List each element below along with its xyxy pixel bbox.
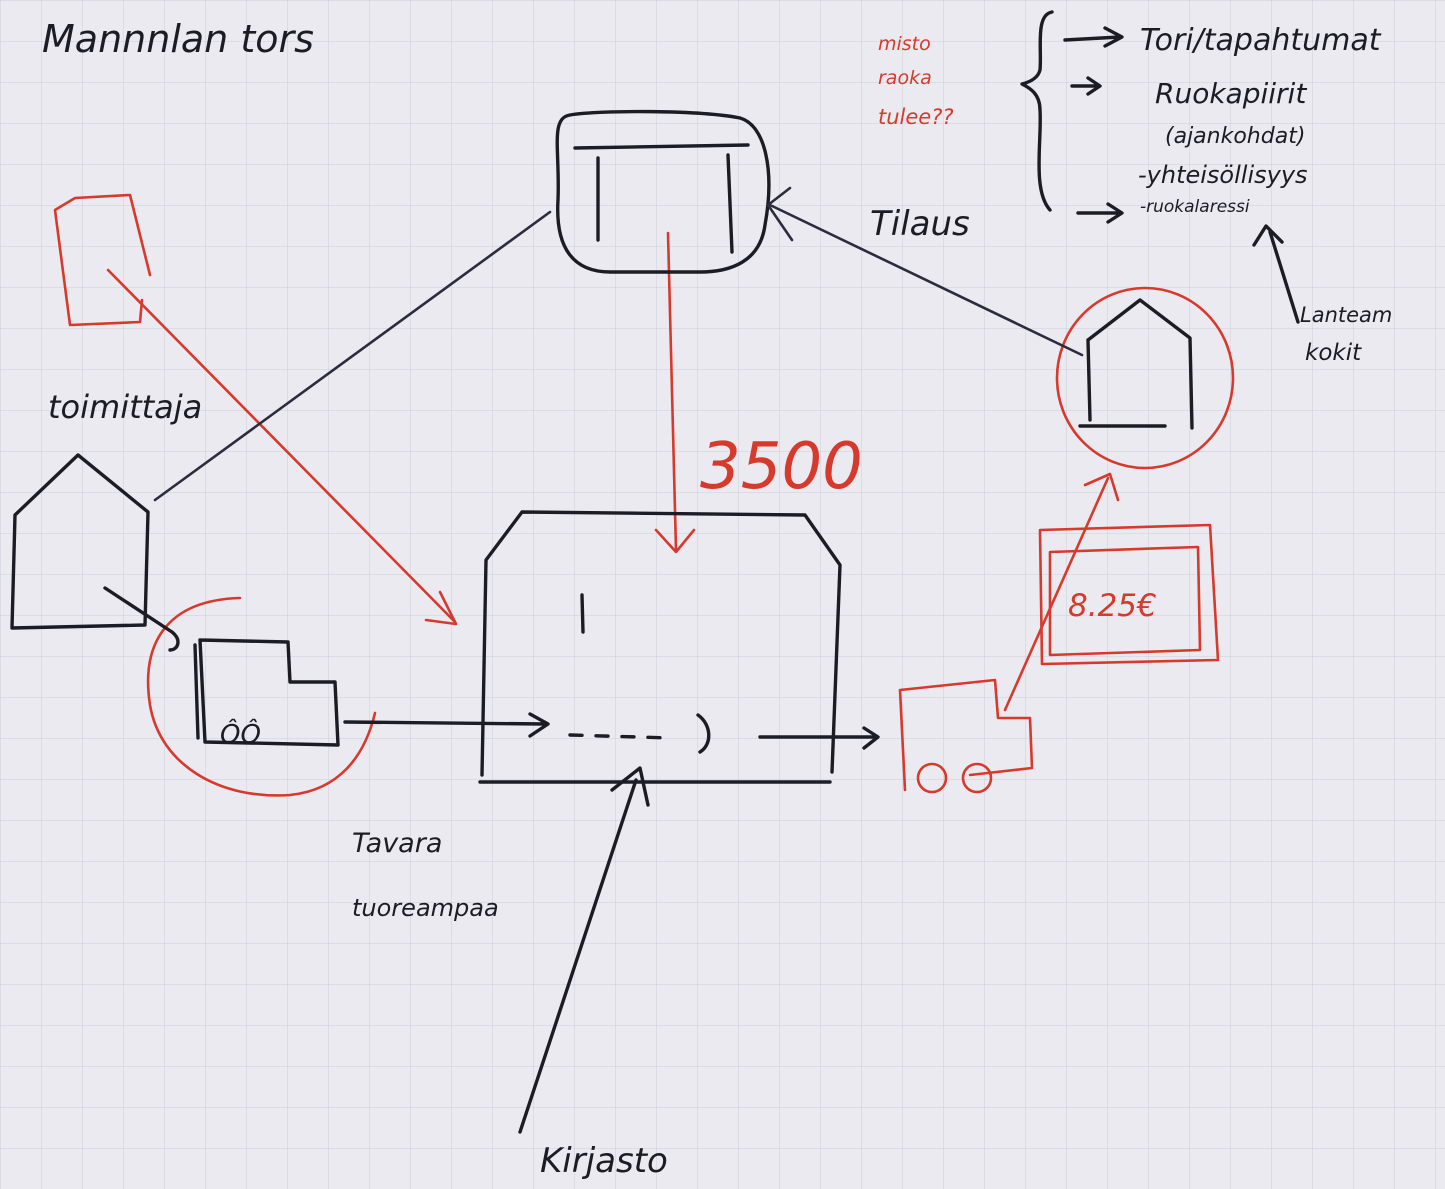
arrowhead-order-icon xyxy=(766,186,794,242)
warehouse-dashes-icon xyxy=(568,733,674,740)
line-supplier-to-order xyxy=(153,210,552,502)
kirjasto-label: Kirjasto xyxy=(540,1141,668,1181)
warehouse-marker-icon xyxy=(580,593,585,634)
line-restaurant-to-order xyxy=(768,203,1084,357)
price-tag-inner-icon xyxy=(1048,545,1202,657)
price-tag-outer-icon xyxy=(1038,523,1220,666)
bracket-item-ruokapiirit: Ruokapiirit xyxy=(1155,77,1307,110)
red-arrow-bag-to-warehouse xyxy=(106,268,457,624)
warehouse-bracket-icon xyxy=(696,713,711,754)
arrow-library-to-warehouse xyxy=(518,766,650,1134)
question-line-2: raoka xyxy=(878,67,932,89)
supplier-truck-icon xyxy=(193,638,340,747)
truck-wheel-icon xyxy=(916,762,948,794)
toimittaja-label: toimittaja xyxy=(48,388,202,426)
lanteam-label-line1: Lanteam xyxy=(1300,303,1392,327)
truck-wheel-icon xyxy=(961,762,993,794)
bracket-item-ajankohdat: (ajankohdat) xyxy=(1165,124,1305,149)
red-arrow-truck-to-restaurant xyxy=(1003,476,1110,712)
arrow-right-icon xyxy=(1076,202,1124,224)
order-box-line-icon xyxy=(573,143,750,254)
bracket-item-tori: Tori/tapahtumat xyxy=(1140,23,1382,58)
bracket-item-ruokalaressi: -ruokalaressi xyxy=(1140,197,1250,217)
question-line-1: misto xyxy=(878,33,931,55)
warehouse-building-icon xyxy=(480,510,842,777)
red-bag-icon xyxy=(53,193,152,327)
red-arrowhead-down-icon xyxy=(654,528,696,554)
arrow-right-icon xyxy=(1070,76,1102,96)
arrow-right-icon xyxy=(1063,26,1124,48)
tavara-label-line2: tuoreampaa xyxy=(352,894,499,922)
red-arrowhead-up-icon xyxy=(1083,472,1120,502)
red-circle-restaurant xyxy=(1055,286,1235,470)
curly-brace-icon xyxy=(1020,10,1054,212)
red-delivery-truck-icon xyxy=(898,678,1034,792)
arrow-warehouse-to-delivery xyxy=(758,726,880,750)
order-system-box-icon xyxy=(555,109,771,274)
price-label: 8.25€ xyxy=(1068,588,1157,624)
red-arrowhead-icon xyxy=(424,590,458,626)
board-title: Mannnlan tors xyxy=(42,17,314,61)
lanteam-label-line2: kokit xyxy=(1305,340,1362,366)
question-line-3: tulee?? xyxy=(878,105,954,129)
arrow-truck-to-warehouse xyxy=(343,712,550,738)
red-circle-supplier-truck xyxy=(146,596,377,797)
amount-label: 3500 xyxy=(700,430,863,504)
restaurant-house-icon xyxy=(1078,298,1194,430)
tavara-label-line1: Tavara xyxy=(352,828,442,859)
arrow-house-to-truck-icon xyxy=(103,586,180,652)
bracket-item-yhteisollisyys: -yhteisöllisyys xyxy=(1138,161,1308,189)
arrow-lanteam-icon xyxy=(1252,224,1300,324)
red-arrow-order-to-warehouse xyxy=(666,231,678,552)
truck-wheels-icon: ÔÔ xyxy=(220,718,261,750)
supplier-house-icon xyxy=(10,453,150,630)
tilaus-label: Tilaus xyxy=(870,204,970,244)
